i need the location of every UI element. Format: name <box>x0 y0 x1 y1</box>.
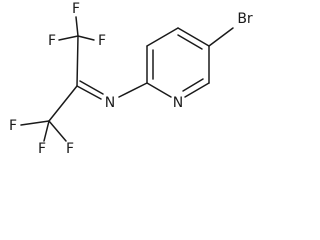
atom-f-1: F <box>72 1 80 17</box>
atom-f-2: F <box>48 33 56 49</box>
bond-cf3-top-f3 <box>77 35 95 41</box>
atom-n-ring: N <box>173 95 183 111</box>
bond-n-imine-ring <box>118 82 148 98</box>
ring-inner-bond-c4-c5 <box>177 34 203 50</box>
atom-n-imine: N <box>105 95 115 111</box>
atom-br: Br <box>237 11 253 27</box>
bond-cf3-bottom-f6 <box>48 120 67 142</box>
bond-c-imine-cf3-bottom <box>48 85 78 122</box>
atom-f-4: F <box>9 118 17 134</box>
atom-f-3: F <box>98 33 106 49</box>
ring-bond-c6-n <box>184 82 210 98</box>
ring-bond-c4-c5 <box>177 27 210 47</box>
bond-imine-double-b <box>79 80 104 95</box>
bond-cf3-bottom-f5 <box>43 120 50 142</box>
bonds <box>20 16 234 142</box>
chemical-structure: F F F F F F N N Br <box>9 1 253 157</box>
ring-bond-n-c2 <box>146 82 172 98</box>
atom-f-6: F <box>66 141 74 157</box>
atom-labels: F F F F F F N N Br <box>9 1 253 157</box>
bond-cf3-bottom-f4 <box>20 120 50 126</box>
bond-cf3-top-c-imine <box>76 35 79 87</box>
bond-cf3-top-f1 <box>75 16 79 37</box>
bond-imine-double-a <box>76 85 102 100</box>
atom-f-5: F <box>38 141 46 157</box>
bond-c5-br <box>208 27 234 47</box>
ring-inner-bond-c6-n <box>182 78 204 92</box>
bond-cf3-top-f2 <box>58 35 79 41</box>
ring-bond-c3-c4 <box>146 27 179 47</box>
